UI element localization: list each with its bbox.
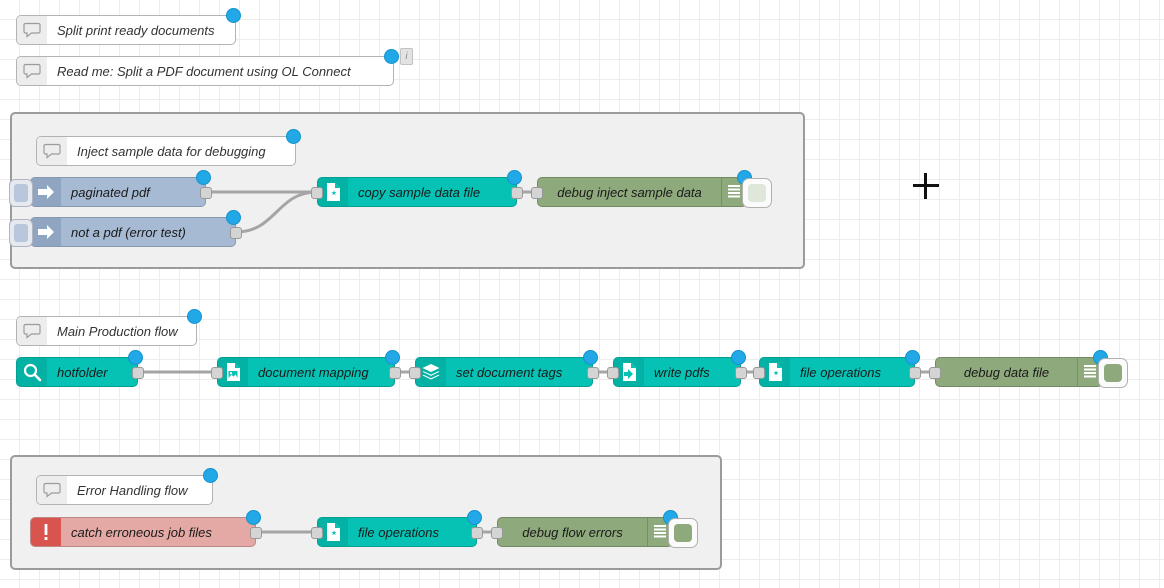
status-dot <box>128 350 143 365</box>
output-port[interactable] <box>587 367 599 379</box>
layers-icon <box>416 358 446 386</box>
status-dot <box>507 170 522 185</box>
status-dot <box>384 49 399 64</box>
node-label: debug flow errors <box>522 524 623 540</box>
file-star-icon <box>318 178 348 206</box>
arrow-right-icon <box>31 218 61 246</box>
output-port[interactable] <box>230 227 242 239</box>
node-label: debug data file <box>963 364 1050 380</box>
file-operations-node-error[interactable]: file operations <box>311 510 483 547</box>
status-dot <box>187 309 202 324</box>
node-label: copy sample data file <box>358 184 481 200</box>
node-label: file operations <box>358 524 439 540</box>
doc-arrow-icon <box>614 358 644 386</box>
debug-enable-toggle[interactable] <box>1098 358 1128 388</box>
output-port[interactable] <box>389 367 401 379</box>
comment-node-split-print-ready[interactable]: Split print ready documents <box>16 8 241 45</box>
node-label: debug inject sample data <box>557 184 702 200</box>
image-doc-icon <box>218 358 248 386</box>
input-port[interactable] <box>409 367 421 379</box>
node-label: document mapping <box>258 364 369 380</box>
exclamation-icon <box>31 518 61 546</box>
set-document-tags-node[interactable]: set document tags <box>409 350 599 387</box>
file-star-icon <box>760 358 790 386</box>
debug-node-inject-sample-data[interactable]: debug inject sample data <box>531 170 772 208</box>
status-dot <box>583 350 598 365</box>
status-dot <box>226 8 241 23</box>
comment-label: Inject sample data for debugging <box>77 143 266 159</box>
debug-lines-icon <box>1077 358 1102 386</box>
status-dot <box>905 350 920 365</box>
crosshair-cursor <box>913 173 939 199</box>
status-dot <box>286 129 301 144</box>
status-dot <box>385 350 400 365</box>
input-port[interactable] <box>211 367 223 379</box>
file-star-icon <box>318 518 348 546</box>
status-dot <box>196 170 211 185</box>
inject-trigger-button[interactable] <box>9 219 33 247</box>
comment-label: Read me: Split a PDF document using OL C… <box>57 63 351 79</box>
comment-label: Split print ready documents <box>57 22 215 38</box>
debug-lines-icon <box>721 178 746 206</box>
debug-lines-icon <box>647 518 672 546</box>
magnifier-icon <box>17 358 47 386</box>
input-port[interactable] <box>607 367 619 379</box>
input-port[interactable] <box>311 527 323 539</box>
comment-icon <box>37 476 67 504</box>
comment-node-read-me[interactable]: Read me: Split a PDF document using OL C… <box>16 48 413 86</box>
output-port[interactable] <box>909 367 921 379</box>
inject-node-paginated-pdf[interactable]: paginated pdf <box>9 170 212 207</box>
comment-node-error-handling-flow[interactable]: Error Handling flow <box>36 468 218 505</box>
comment-node-inject-sample-data[interactable]: Inject sample data for debugging <box>36 129 301 166</box>
input-port[interactable] <box>753 367 765 379</box>
node-label: not a pdf (error test) <box>71 224 186 240</box>
status-dot <box>467 510 482 525</box>
input-port[interactable] <box>929 367 941 379</box>
status-dot <box>203 468 218 483</box>
inject-node-not-a-pdf[interactable]: not a pdf (error test) <box>9 210 242 247</box>
input-port[interactable] <box>531 187 543 199</box>
debug-node-flow-errors[interactable]: debug flow errors <box>491 510 698 548</box>
comment-icon <box>17 317 47 345</box>
file-operations-node-main[interactable]: file operations <box>753 350 921 387</box>
inject-trigger-button[interactable] <box>9 179 33 207</box>
comment-icon <box>37 137 67 165</box>
output-port[interactable] <box>471 527 483 539</box>
debug-enable-toggle[interactable] <box>668 518 698 548</box>
comment-icon <box>17 16 47 44</box>
input-port[interactable] <box>491 527 503 539</box>
input-port[interactable] <box>311 187 323 199</box>
output-port[interactable] <box>200 187 212 199</box>
comment-label: Main Production flow <box>57 323 178 339</box>
file-node-copy-sample-data-file[interactable]: copy sample data file <box>311 170 523 207</box>
debug-node-data-file[interactable]: debug data file <box>929 350 1128 388</box>
output-port[interactable] <box>511 187 523 199</box>
comment-node-main-production-flow[interactable]: Main Production flow <box>16 309 202 346</box>
catch-node-erroneous-job-files[interactable]: catch erroneous job files <box>30 510 262 547</box>
node-label: file operations <box>800 364 881 380</box>
node-label: paginated pdf <box>71 184 150 200</box>
comment-icon <box>17 57 47 85</box>
document-mapping-node[interactable]: document mapping <box>211 350 401 387</box>
hotfolder-node[interactable]: hotfolder <box>16 350 144 387</box>
node-label: set document tags <box>456 364 563 380</box>
group-error-handling[interactable] <box>10 455 722 570</box>
output-port[interactable] <box>132 367 144 379</box>
status-dot <box>246 510 261 525</box>
write-pdfs-node[interactable]: write pdfs <box>607 350 747 387</box>
node-label: write pdfs <box>654 364 710 380</box>
status-dot <box>226 210 241 225</box>
info-badge-icon[interactable]: i <box>400 48 413 65</box>
node-label: hotfolder <box>57 364 108 380</box>
comment-label: Error Handling flow <box>77 482 188 498</box>
node-label: catch erroneous job files <box>71 524 212 540</box>
output-port[interactable] <box>250 527 262 539</box>
output-port[interactable] <box>735 367 747 379</box>
arrow-right-icon <box>31 178 61 206</box>
debug-enable-toggle[interactable] <box>742 178 772 208</box>
status-dot <box>731 350 746 365</box>
